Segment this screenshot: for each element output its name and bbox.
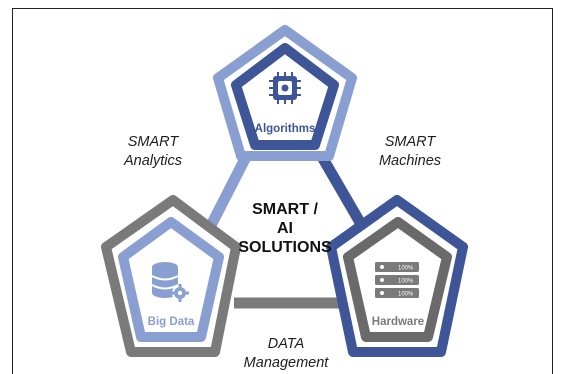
edge-machines-line-1: SMART	[385, 134, 437, 150]
edge-analytics-line-2: Analytics	[123, 153, 182, 169]
center-line-3: SOLUTIONS	[238, 239, 332, 256]
hardware-slot-3: 100%	[398, 292, 414, 298]
edge-data-management-line-2: Management	[244, 355, 330, 371]
node-big-data: Big Data	[101, 195, 241, 357]
node-algorithms: Algorithms	[213, 25, 357, 161]
center-line-2: AI	[277, 220, 293, 237]
ai-chip-icon	[269, 72, 301, 104]
server-rack-icon: 100% 100% 100%	[375, 262, 419, 298]
algorithms-label: Algorithms	[255, 123, 316, 135]
edge-analytics-line-1: SMART	[128, 134, 180, 150]
edge-machines-line-2: Machines	[379, 153, 441, 169]
database-gear-icon	[151, 262, 189, 302]
center-line-1: SMART /	[252, 201, 318, 218]
hardware-label: Hardware	[372, 316, 424, 328]
hardware-slot-2: 100%	[398, 279, 414, 285]
edge-data-management-line-1: DATA	[268, 336, 305, 352]
figure-frame	[12, 8, 553, 374]
big-data-label: Big Data	[148, 316, 195, 328]
node-hardware: 100% 100% 100% Hardware	[326, 195, 468, 357]
hardware-slot-1: 100%	[398, 266, 414, 272]
